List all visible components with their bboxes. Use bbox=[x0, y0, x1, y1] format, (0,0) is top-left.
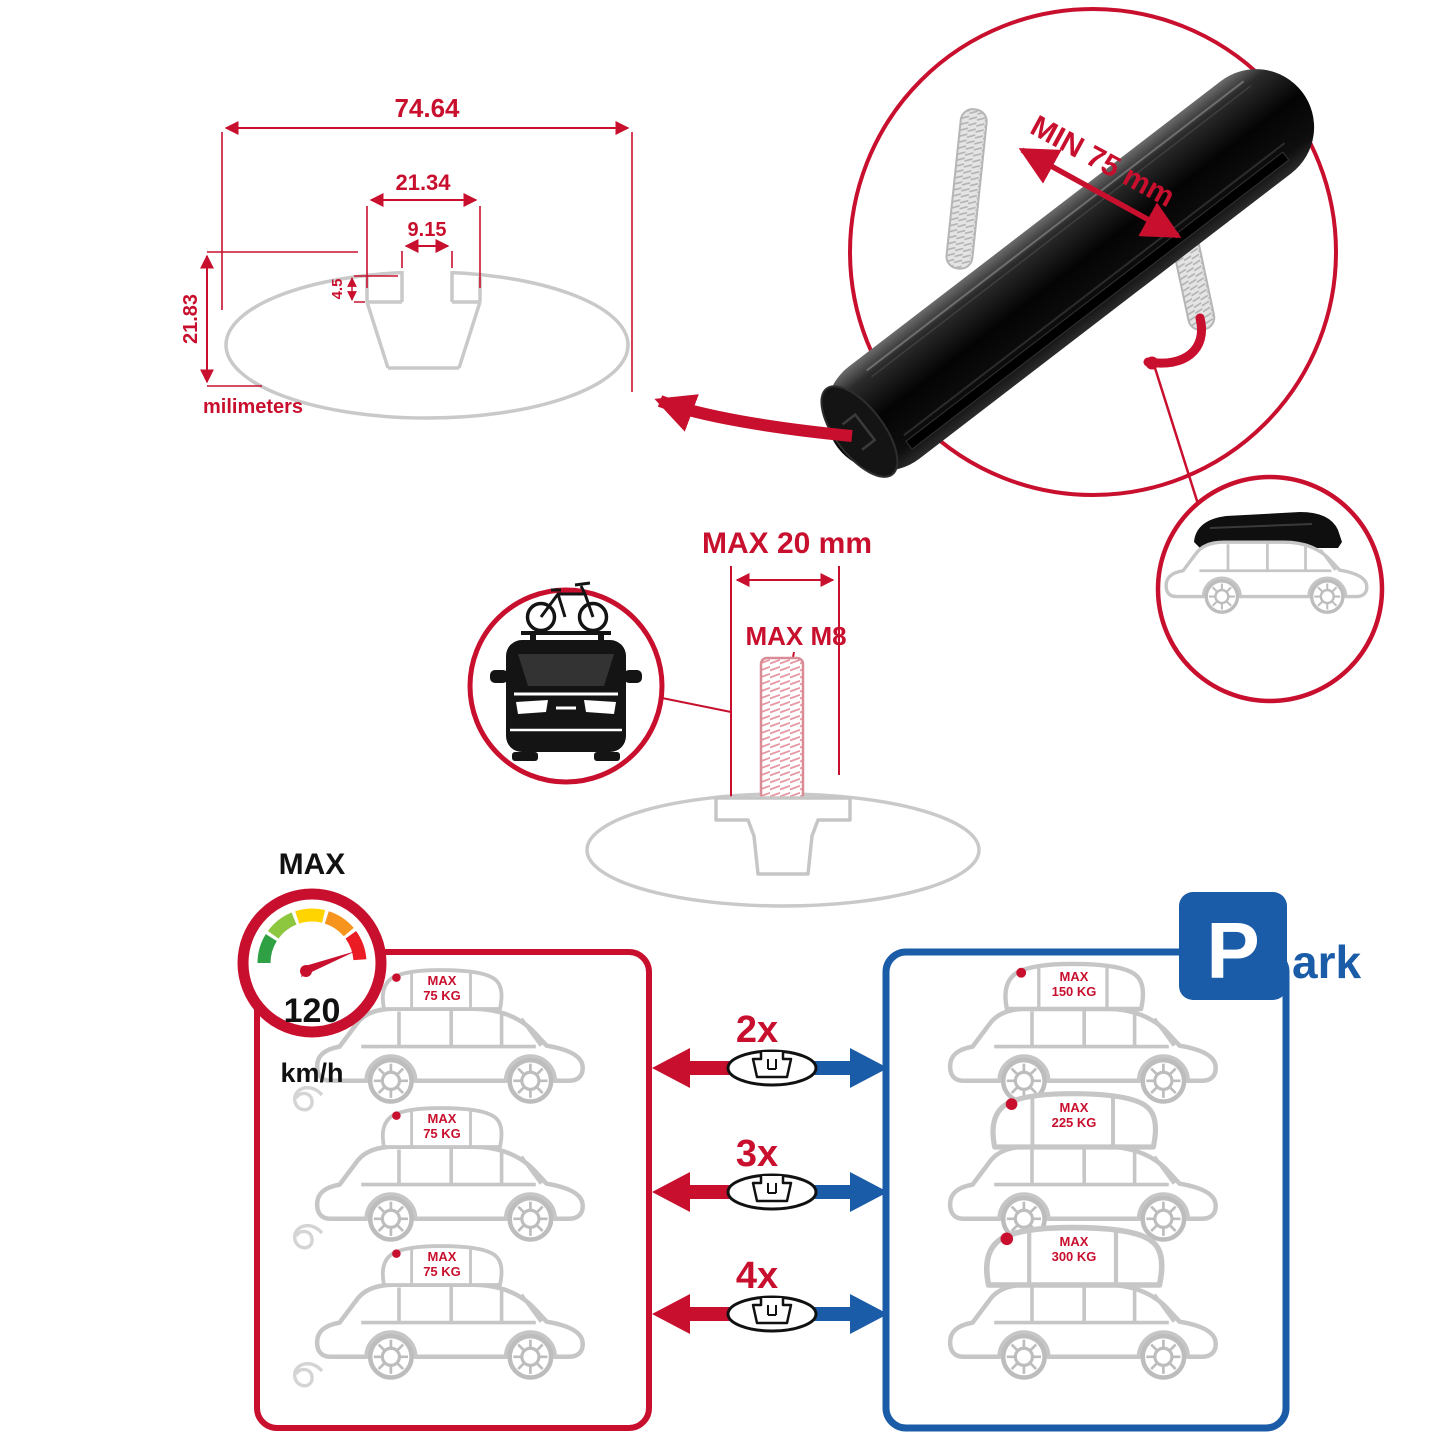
clamp-hook-dot bbox=[1145, 356, 1159, 370]
cargo-weight-label: MAX bbox=[1060, 969, 1089, 984]
ext-total-width bbox=[221, 132, 633, 392]
max-length-label: MAX 20 mm bbox=[702, 527, 872, 560]
circle-leader bbox=[661, 697, 732, 713]
dim-bolt-lines bbox=[730, 566, 840, 800]
bicycle-icon bbox=[525, 581, 609, 633]
roof-bar-foot-right bbox=[598, 633, 604, 641]
ext-slot-depth bbox=[354, 275, 398, 303]
units-label: milimeters bbox=[203, 396, 303, 418]
leader-to-car-circle bbox=[1153, 367, 1200, 505]
bolt-spec-diagram: MAX 20 mm MAX M8 bbox=[467, 527, 981, 908]
capacity-row-2: 3x bbox=[652, 1133, 888, 1212]
total-width-label: 74.64 bbox=[394, 93, 460, 123]
speed-max-label: MAX bbox=[279, 848, 346, 881]
cargo-weight-value: 150 KG bbox=[1052, 984, 1097, 999]
speed-limit-gauge: MAX 120 km/h bbox=[237, 848, 387, 1088]
slot-width-label: 9.15 bbox=[408, 219, 447, 241]
capacity-row-3: 4x bbox=[652, 1255, 888, 1334]
crossbar-groove-bottom bbox=[903, 142, 1286, 437]
roof-box-lid-line bbox=[1209, 523, 1313, 529]
tire-left bbox=[512, 752, 538, 761]
roof-box-icon bbox=[1194, 512, 1342, 548]
cargo-weight-value: 75 KG bbox=[423, 1126, 461, 1141]
ext-slot-width bbox=[401, 251, 453, 268]
bolt-stud bbox=[759, 656, 805, 802]
min-spacing-arrow bbox=[1018, 147, 1182, 239]
bike-car-circle bbox=[467, 581, 665, 785]
t-slot-adapter bbox=[714, 796, 852, 876]
dynamic-load-panel: MAX 75 KG MAX 75 KG MAX 75 KG bbox=[254, 949, 652, 1431]
cargo-weight-label: MAX bbox=[428, 1111, 457, 1126]
crossbar-channel bbox=[905, 151, 1290, 450]
cargo-weight-label: MAX bbox=[428, 973, 457, 988]
multiplier-label: 2x bbox=[736, 1009, 778, 1051]
speed-value: 120 bbox=[284, 992, 341, 1030]
parking-sign-suffix: ark bbox=[1292, 936, 1361, 988]
headlight-right bbox=[584, 700, 616, 714]
speedometer-hub bbox=[300, 965, 312, 977]
ext-channel-width bbox=[366, 206, 481, 288]
total-height-label: 21.83 bbox=[180, 294, 202, 344]
speed-units: km/h bbox=[280, 1058, 343, 1088]
cargo-weight-value: 300 KG bbox=[1052, 1249, 1097, 1264]
cargo-weight-label: MAX bbox=[428, 1249, 457, 1264]
slot-depth-label: 4.5 bbox=[329, 279, 346, 300]
curved-pointer-arrow bbox=[654, 394, 853, 442]
parking-sign: P ark bbox=[1179, 892, 1361, 1000]
windshield bbox=[518, 654, 614, 686]
profile-dimension-diagram: 74.64 21.34 9.15 4.5 21.83 milimeters bbox=[180, 93, 633, 420]
mirror-left bbox=[490, 670, 508, 683]
threaded-rod-left bbox=[945, 108, 988, 270]
speedometer-icon bbox=[257, 908, 367, 977]
max-thread-label: MAX M8 bbox=[745, 621, 846, 651]
profile-t-slot bbox=[365, 271, 482, 370]
roofbox-car-circle bbox=[1155, 474, 1385, 704]
cargo-weight-label: MAX bbox=[1060, 1234, 1089, 1249]
cargo-weight-label: MAX bbox=[1060, 1100, 1089, 1115]
crossbar-end-slot bbox=[841, 412, 877, 451]
capacity-row-1: 2x bbox=[652, 1009, 888, 1088]
tire-right bbox=[594, 752, 620, 761]
cargo-weight-value: 75 KG bbox=[423, 988, 461, 1003]
multiplier-label: 3x bbox=[736, 1133, 778, 1175]
parking-sign-square bbox=[1179, 892, 1287, 1000]
crossbar-end-face bbox=[820, 385, 899, 478]
mirror-right bbox=[624, 670, 642, 683]
slot-opening-gap bbox=[401, 265, 453, 278]
static-load-panel: MAX 150 KG MAX 225 KG MAX 300 KG bbox=[882, 948, 1290, 1432]
cargo-weight-value: 75 KG bbox=[423, 1264, 461, 1279]
crossbar-detail-circle: MIN 75 mm bbox=[820, 7, 1338, 505]
headlight-left bbox=[516, 700, 548, 714]
parking-sign-letter: P bbox=[1206, 906, 1259, 995]
channel-width-label: 21.34 bbox=[395, 170, 451, 195]
multiplier-label: 4x bbox=[736, 1255, 778, 1297]
speedometer-needle bbox=[301, 951, 356, 977]
car-front-icon bbox=[490, 631, 642, 761]
crossbar-body bbox=[826, 69, 1315, 471]
cargo-weight-value: 225 KG bbox=[1052, 1115, 1097, 1130]
roof-bar-foot-left bbox=[530, 633, 536, 641]
ext-total-height bbox=[207, 251, 358, 387]
